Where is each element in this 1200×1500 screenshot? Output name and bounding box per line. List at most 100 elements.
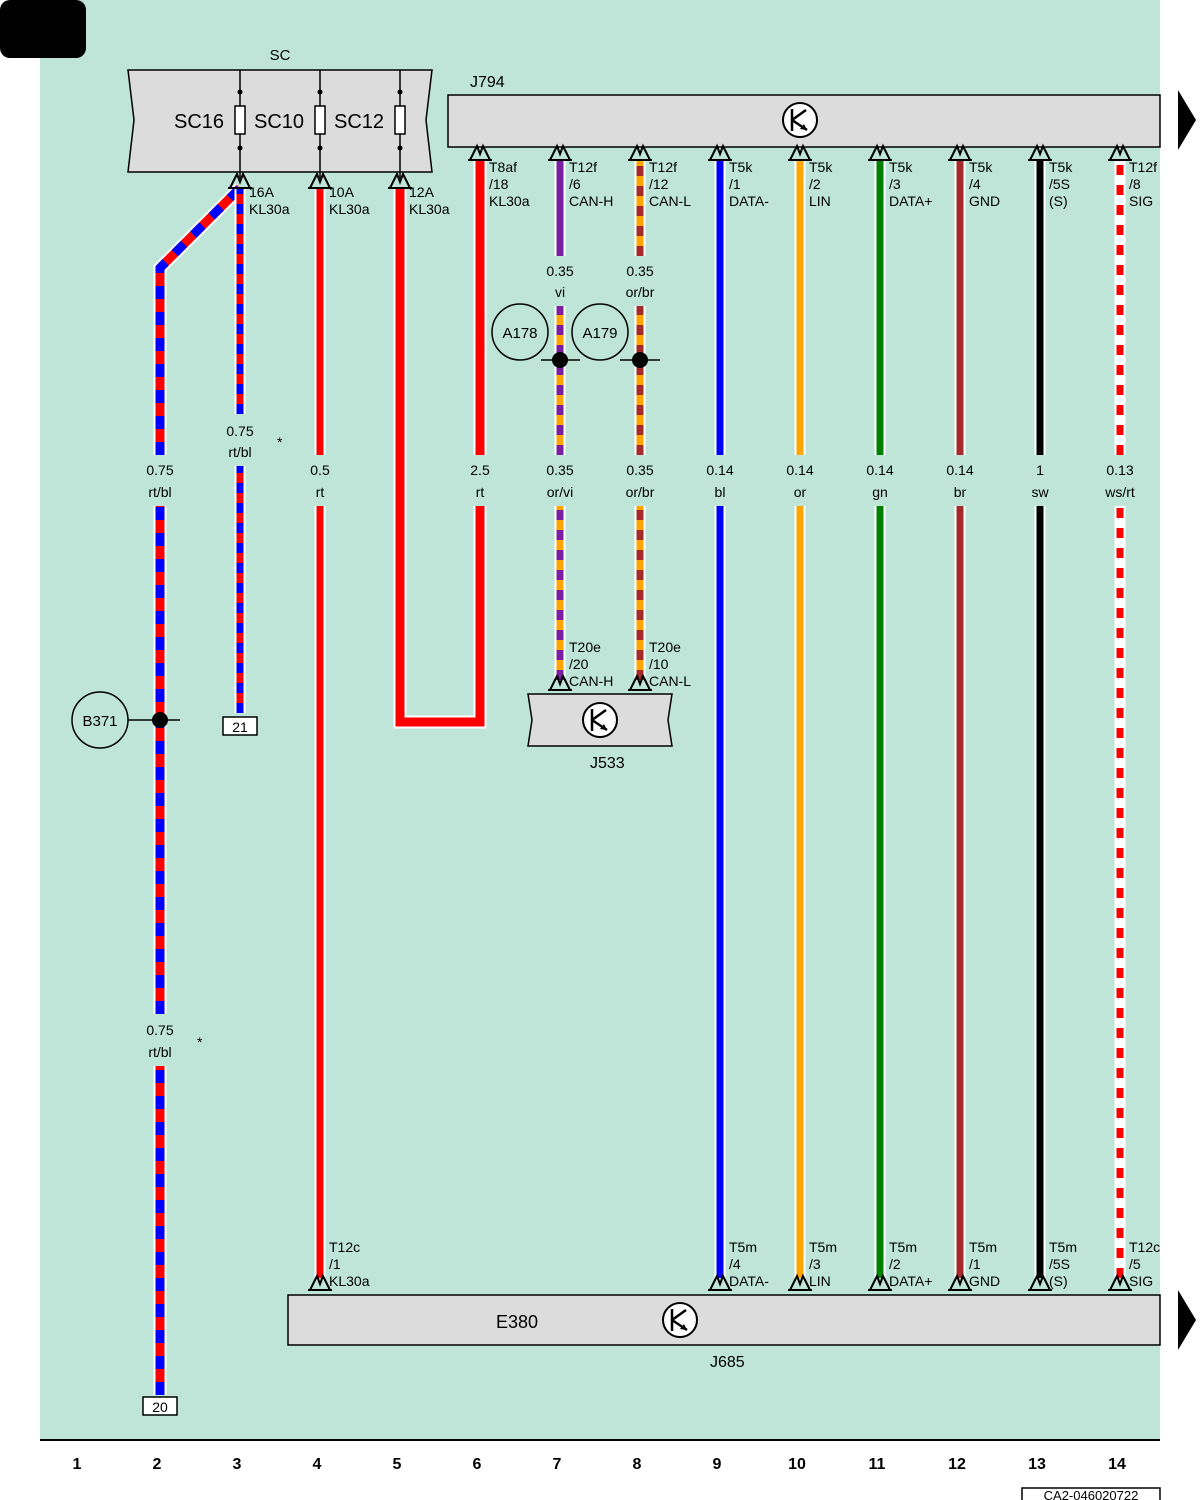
fuse-out-3-amp: 12A: [409, 184, 435, 200]
j533-pin-num: /20: [569, 656, 589, 672]
j794-pin-conn: T12f: [649, 159, 677, 175]
j685-pin-num: /2: [889, 1256, 901, 1272]
reference-box-20: 20: [142, 1396, 178, 1416]
wire-size-label: 0.14: [866, 462, 893, 478]
continue-arrow-icon: [1178, 1290, 1196, 1350]
wire-size-label: 0.14: [946, 462, 973, 478]
j794-pin-num: /5S: [1049, 176, 1070, 192]
wire-size-label: 0.75: [146, 1022, 173, 1038]
j685-pin-signal: KL30a: [329, 1273, 370, 1289]
column-number: 2: [153, 1456, 162, 1473]
wire-color-label: rt/bl: [148, 484, 171, 500]
fuse-box-title: SC: [270, 47, 291, 64]
fuse-out-1-signal: KL30a: [249, 201, 290, 217]
reference-20-label: 20: [152, 1399, 168, 1415]
splice-a178: A178: [491, 303, 580, 368]
wire-size-label: 0.35: [626, 462, 653, 478]
j794-pin-conn: T5k: [969, 159, 993, 175]
wire-color-label: rt/bl: [228, 444, 251, 460]
fuse-out-2-signal: KL30a: [329, 201, 370, 217]
wire-color-label: bl: [715, 484, 726, 500]
j685-pin-num: /5S: [1049, 1256, 1070, 1272]
reference-box-21: 21: [222, 716, 258, 736]
wire-path: [395, 188, 485, 727]
j794-pin-num: /4: [969, 176, 981, 192]
j685-pin-conn: T5m: [809, 1239, 837, 1255]
j685-pin-num: /4: [729, 1256, 741, 1272]
j794-pin-signal: LIN: [809, 193, 831, 209]
wire-color-label: vi: [555, 284, 565, 300]
j685-pin-num: /1: [969, 1256, 981, 1272]
splice-a179-label: A179: [582, 325, 617, 342]
j794-pin-num: /18: [489, 176, 509, 192]
wire-path: [155, 184, 244, 455]
j533-pin-conn: T20e: [649, 639, 681, 655]
module-j533-name: J533: [590, 755, 625, 772]
footer-code: CA2-046020722: [1044, 1488, 1139, 1500]
j533-pin-signal: CAN-H: [569, 673, 613, 689]
wire-size-label: 0.75: [226, 423, 253, 439]
wire-color-label: rt: [316, 484, 325, 500]
j794-pin-num: /8: [1129, 176, 1141, 192]
j685-pin-signal: DATA-: [729, 1273, 769, 1289]
fuse-link-10: [314, 70, 326, 178]
wire-color-label: br: [954, 484, 967, 500]
j685-pin-num: /5: [1129, 1256, 1141, 1272]
j533-pin-num: /10: [649, 656, 669, 672]
j685-pin-conn: T5m: [969, 1239, 997, 1255]
j794-pin-num: /6: [569, 176, 581, 192]
wire-color-label: sw: [1031, 484, 1049, 500]
wire-size-label: 0.35: [546, 263, 573, 279]
j794-pin-num: /3: [889, 176, 901, 192]
wire-size-label: 0.13: [1106, 462, 1133, 478]
j794-pin-signal: SIG: [1129, 193, 1153, 209]
asterisk-note: *: [277, 434, 283, 450]
wire-color-label: or: [794, 484, 807, 500]
column-number: 10: [788, 1456, 806, 1473]
fuse-link-12: [394, 70, 406, 178]
j685-pin-conn: T5m: [1049, 1239, 1077, 1255]
module-j794: J794: [447, 74, 1161, 148]
j685-pin-conn: T12c: [329, 1239, 360, 1255]
j794-pin-conn: T12f: [1129, 159, 1157, 175]
wire-color-label: gn: [872, 484, 888, 500]
wire-color-label: rt/bl: [148, 1044, 171, 1060]
wire-color-label: ws/rt: [1104, 484, 1135, 500]
column-number: 14: [1108, 1456, 1126, 1473]
j794-pin-num: /2: [809, 176, 821, 192]
wire-color-label: or/br: [626, 284, 655, 300]
wire-size-label: 2.5: [470, 462, 490, 478]
fuse-out-2-amp: 10A: [329, 184, 355, 200]
wire-size-label: 1: [1036, 462, 1044, 478]
column-number: 5: [393, 1456, 402, 1473]
fuse-out-1-amp: 16A: [249, 184, 275, 200]
fuse-label-sc10: SC10: [254, 111, 304, 133]
j685-pin-signal: DATA+: [889, 1273, 932, 1289]
module-j533: J533: [527, 693, 673, 772]
column-number: 12: [948, 1456, 966, 1473]
wire-size-label: 0.75: [146, 462, 173, 478]
j794-pin-num: /12: [649, 176, 669, 192]
column-number: 1: [73, 1456, 82, 1473]
j794-pin-signal: GND: [969, 193, 1000, 209]
fuse-label-sc16: SC16: [174, 111, 224, 133]
wire-size-label: 0.14: [786, 462, 813, 478]
module-j685-name: J685: [710, 1354, 745, 1371]
j533-pin-signal: CAN-L: [649, 673, 691, 689]
splice-a179: A179: [571, 303, 660, 368]
fuse-label-sc12: SC12: [334, 111, 384, 133]
j794-pin-conn: T5k: [1049, 159, 1073, 175]
column-number: 7: [553, 1456, 562, 1473]
j794-pin-conn: T5k: [809, 159, 833, 175]
j794-pin-conn: T5k: [729, 159, 753, 175]
wire-color-label: or/vi: [547, 484, 573, 500]
wire-size-label: 0.14: [706, 462, 733, 478]
column-number: 8: [633, 1456, 642, 1473]
column-number: 11: [869, 1456, 886, 1473]
wire-size-label: 0.35: [626, 263, 653, 279]
reference-21-label: 21: [232, 719, 248, 735]
can-bus-symbol-icon: [662, 1302, 698, 1338]
can-bus-symbol-icon: [782, 102, 818, 138]
module-j685: E380 J685: [287, 1294, 1161, 1371]
wire-layer: [153, 160, 1126, 1395]
